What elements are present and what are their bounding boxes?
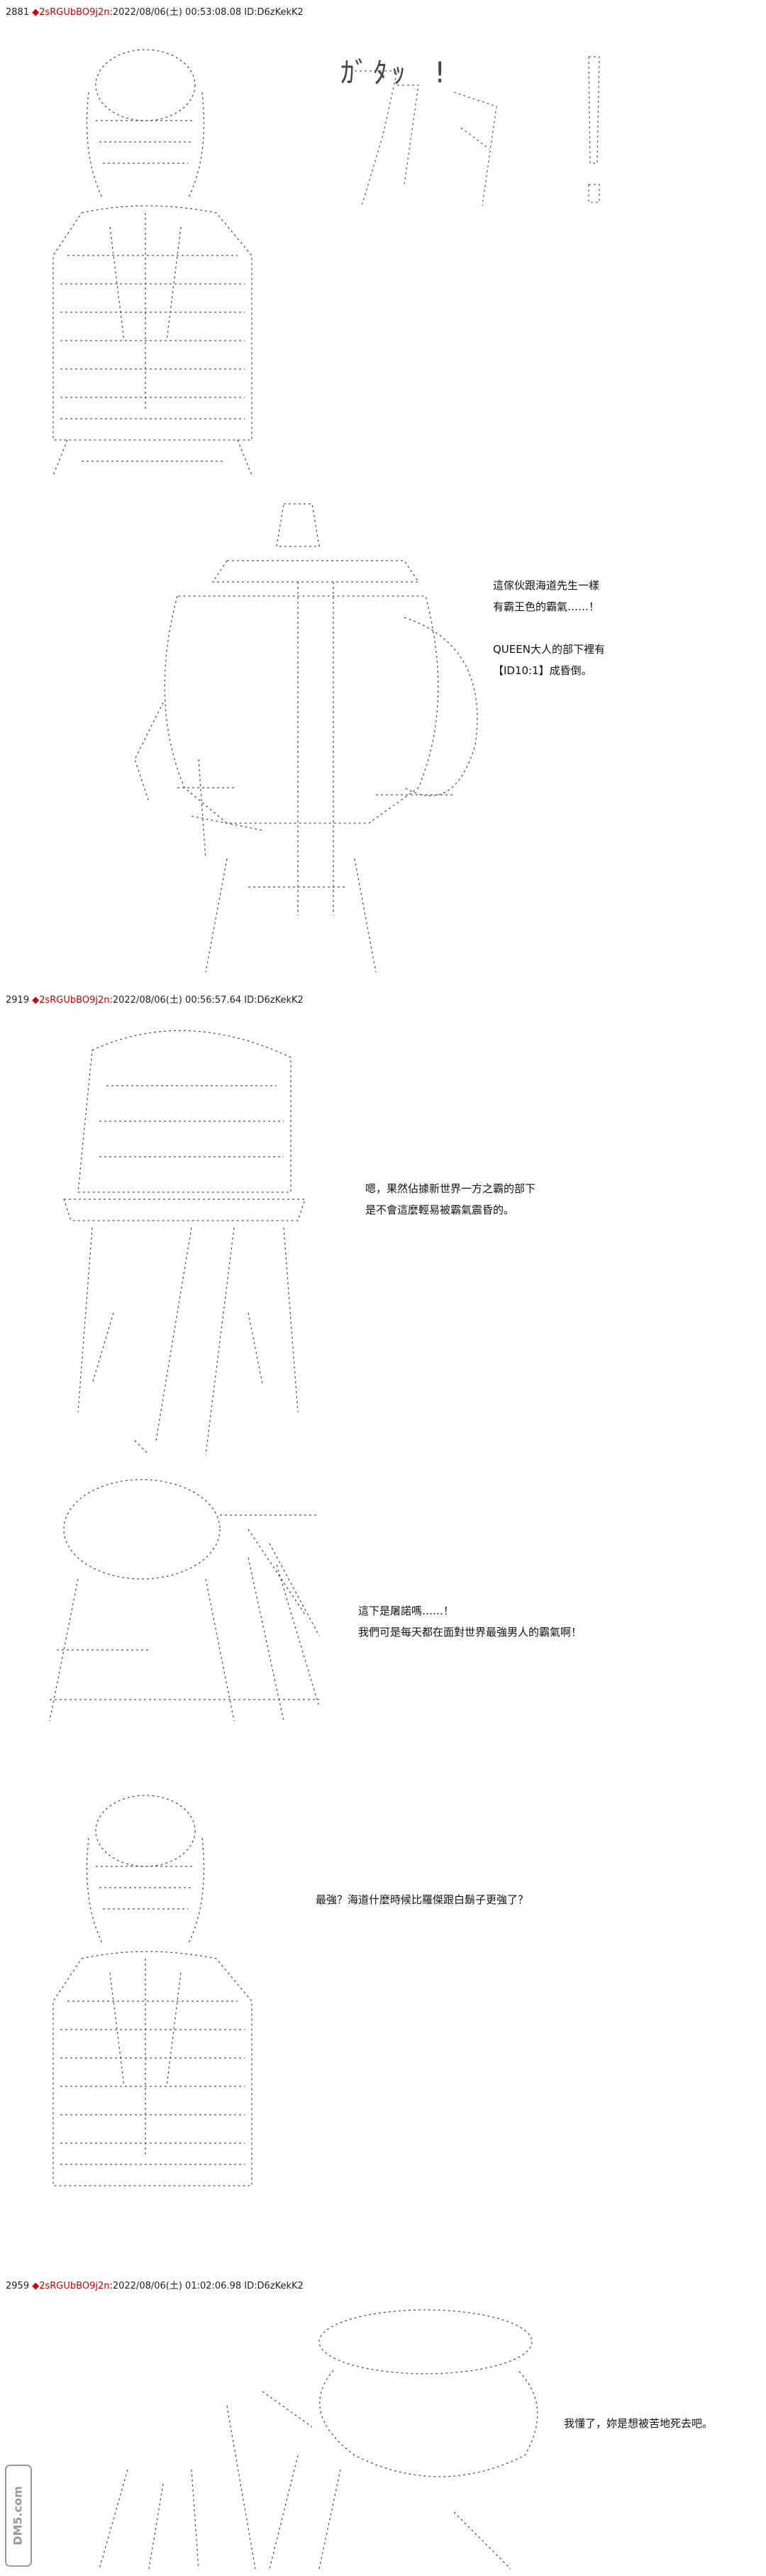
dialog-panel-3: 嗯，果然佔據新世界一方之霸的部下 是不會這麼輕易被霸氣震昏的。: [365, 1178, 535, 1221]
sfx-outline-art: [333, 43, 617, 213]
dialog-line: QUEEN大人的部下裡有: [493, 643, 605, 656]
trip-diamond-icon: ◆: [32, 7, 40, 18]
ascii-art-figure-2: [121, 490, 489, 986]
dialog-line: 最強？海道什麼時候比羅傑跟白鬍子更強了？: [316, 1893, 529, 1906]
post-header: 2919 ◆2sRGUbBO9j2n:2022/08/06(土) 00:56:5…: [6, 992, 304, 1006]
post-number: 2959: [6, 2281, 30, 2291]
dialog-line: 我懂了，妳是想被苦地死去吧。: [564, 2417, 714, 2430]
post-meta: :2022/08/06(土) 01:02:06.98 ID:D6zKekK2: [109, 2281, 304, 2291]
ascii-art-figure-4: [35, 1473, 333, 1742]
trip-diamond-icon: ◆: [32, 995, 40, 1006]
dialog-line: 嗯，果然佔據新世界一方之霸的部下: [365, 1182, 536, 1195]
dialog-line: 有霸王色的霸氣……！: [493, 600, 600, 613]
post-number: 2881: [6, 7, 30, 18]
post-number: 2919: [6, 995, 30, 1006]
ascii-art-figure-6: [85, 2299, 567, 2572]
dialog-line: 這傢伙跟海道先生一樣: [493, 579, 600, 592]
post-trip: 2sRGUbBO9j2n: [39, 7, 110, 18]
dialog-panel-5: 最強？海道什麼時候比羅傑跟白鬍子更強了？: [316, 1889, 528, 1910]
post-meta: :2022/08/06(土) 00:53:08.08 ID:D6zKekK2: [109, 7, 304, 18]
dialog-panel-2: 這傢伙跟海道先生一樣 有霸王色的霸氣……！ QUEEN大人的部下裡有 【ID10…: [493, 575, 605, 681]
dm5-watermark-logo: DM5.com: [3, 2462, 34, 2569]
ascii-art-figure-1: [39, 43, 266, 483]
dialog-line: 我們可是每天都在面對世界最強男人的霸氣啊！: [358, 1626, 582, 1639]
post-header: 2881 ◆2sRGUbBO9j2n:2022/08/06(土) 00:53:0…: [6, 4, 304, 18]
dialog-line: 這下是屠諾嗎……！: [358, 1605, 455, 1617]
watermark-text: DM5.com: [11, 2486, 25, 2545]
ascii-art-figure-5: [39, 1788, 266, 2228]
post-trip: 2sRGUbBO9j2n: [39, 2281, 110, 2291]
dialog-panel-6: 我懂了，妳是想被苦地死去吧。: [564, 2413, 713, 2434]
post-meta: :2022/08/06(土) 00:56:57.64 ID:D6zKekK2: [109, 995, 304, 1006]
dialog-line: 【ID10:1】成昏倒。: [493, 664, 592, 677]
dialog-panel-4: 這下是屠諾嗎……！ 我們可是每天都在面對世界最強男人的霸氣啊！: [358, 1600, 582, 1643]
trip-diamond-icon: ◆: [32, 2281, 40, 2291]
post-header: 2959 ◆2sRGUbBO9j2n:2022/08/06(土) 01:02:0…: [6, 2278, 304, 2291]
post-trip: 2sRGUbBO9j2n: [39, 995, 110, 1006]
ascii-art-figure-3: [50, 1015, 319, 1469]
dialog-line: 是不會這麼輕易被霸氣震昏的。: [365, 1204, 515, 1216]
dialog-line: [493, 617, 605, 639]
